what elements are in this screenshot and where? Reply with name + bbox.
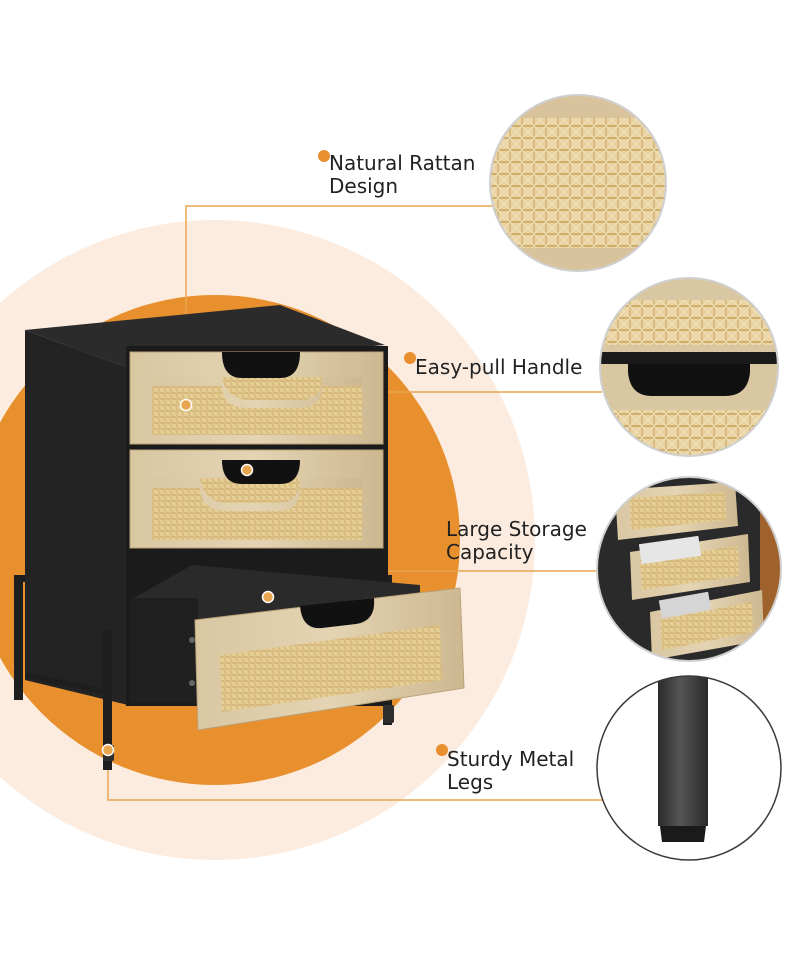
feature-label-rattan-line-1: Natural Rattan	[329, 151, 476, 175]
feature-label-storage-line-2: Capacity	[446, 540, 534, 564]
drawer-handle-cutout-icon	[599, 277, 779, 457]
drawer-bottom-open	[130, 565, 465, 731]
feature-label-storage: Large Storage Capacity	[446, 518, 587, 564]
callout-markers	[101, 398, 275, 757]
feature-label-storage-line-1: Large Storage	[446, 517, 587, 541]
feature-label-legs: Sturdy Metal Legs	[447, 748, 574, 794]
feature-label-handle-line-1: Easy-pull Handle	[415, 355, 583, 379]
feature-label-rattan: Natural Rattan Design	[329, 152, 475, 198]
feature-label-rattan-line-2: Design	[329, 174, 399, 198]
drawer-middle	[129, 449, 384, 549]
feature-label-legs-line-2: Legs	[447, 770, 494, 794]
nightstand	[14, 305, 465, 770]
feature-label-handle: Easy-pull Handle	[415, 356, 582, 379]
drawer-top	[129, 351, 384, 445]
label-bullets	[318, 150, 448, 756]
feature-label-legs-line-1: Sturdy Metal	[447, 747, 575, 771]
metal-leg-icon	[596, 675, 782, 861]
open-drawers-icon	[596, 476, 782, 662]
rattan-texture-icon	[489, 94, 667, 272]
